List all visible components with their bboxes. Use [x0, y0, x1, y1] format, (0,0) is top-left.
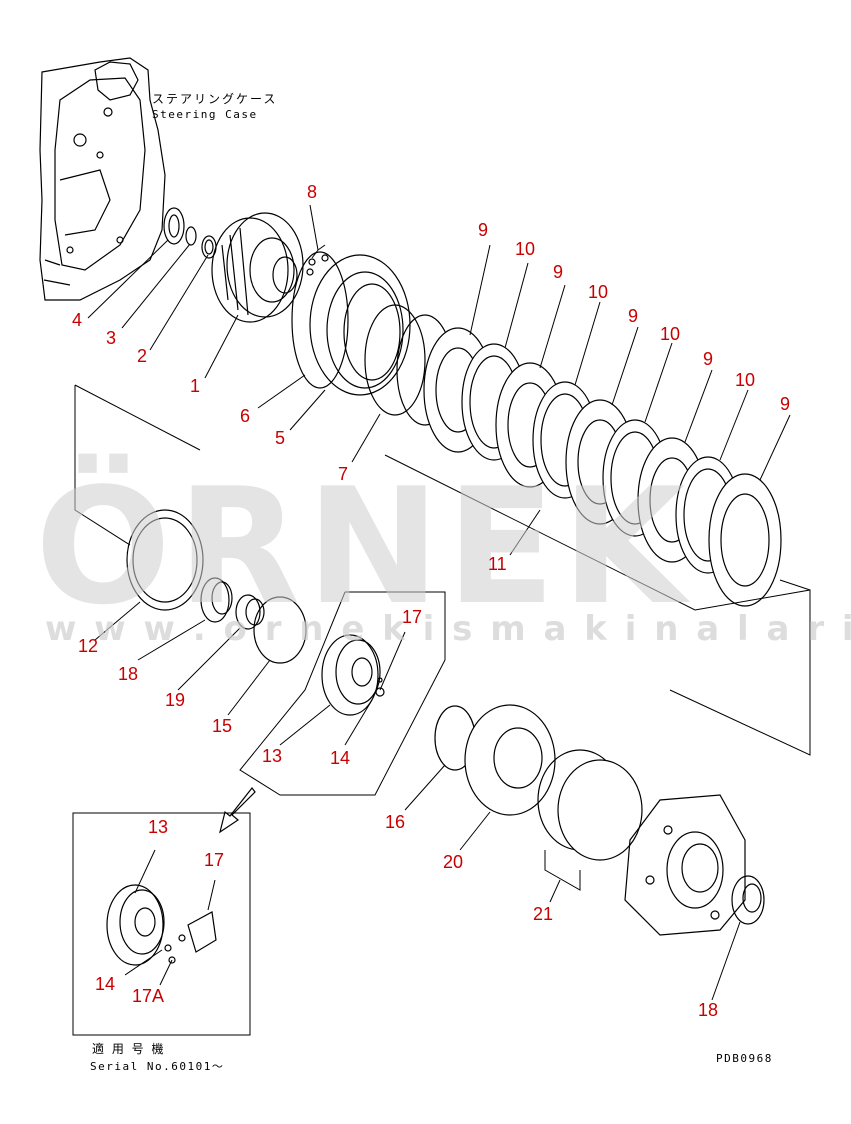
- part-18-bearing: [200, 577, 233, 623]
- callout-10: 10: [515, 239, 535, 259]
- callout-2: 2: [137, 346, 147, 366]
- inset-serial-variant: [72, 812, 251, 1036]
- callout-5: 5: [275, 428, 285, 448]
- arrow-to-inset: [219, 787, 256, 834]
- serial-en-text: Serial No.60101〜: [90, 1060, 224, 1073]
- callout-1: 1: [190, 376, 200, 396]
- callout-14: 14: [330, 748, 350, 768]
- callout-21: 21: [533, 904, 553, 924]
- callout-4: 4: [72, 310, 82, 330]
- part-3-snap-ring: [185, 226, 197, 246]
- part-12-plate: [126, 509, 204, 611]
- callout-10: 10: [735, 370, 755, 390]
- leader-lines: [87, 239, 791, 1001]
- drawing-code: PDB0968: [716, 1052, 773, 1065]
- part-20-gear-plate: [464, 704, 556, 816]
- watermark-url-text: w w w . o r n e k i s m a k i n a l a r …: [45, 609, 851, 649]
- callout-9: 9: [478, 220, 488, 240]
- part-13-detail-frame: [239, 591, 446, 796]
- callout-13: 13: [148, 817, 168, 837]
- watermark: ÖRNEK w w w . o r n e k i s m a k i n a …: [35, 452, 851, 649]
- callout-7: 7: [338, 464, 348, 484]
- serial-note: 適 用 号 機 Serial No.60101〜: [90, 1041, 224, 1073]
- group-bracket-lines: [74, 384, 811, 756]
- callout-17: 17: [204, 850, 224, 870]
- callout-17A: 17A: [132, 986, 164, 1006]
- part-1-clutch-hub: [211, 212, 304, 323]
- callout-18: 18: [698, 1000, 718, 1020]
- part-18-seal-lower: [731, 875, 765, 925]
- steering-case-drawing: [39, 57, 166, 301]
- callout-15: 15: [212, 716, 232, 736]
- callout-9: 9: [553, 262, 563, 282]
- callout-9: 9: [780, 394, 790, 414]
- callout-18: 18: [118, 664, 138, 684]
- part-5-piston: [309, 254, 411, 396]
- callout-3: 3: [106, 328, 116, 348]
- callout-10: 10: [660, 324, 680, 344]
- callout-13: 13: [262, 746, 282, 766]
- callout-20: 20: [443, 852, 463, 872]
- steering-case-label: ステアリングケース Steering Case: [152, 92, 277, 121]
- callout-9: 9: [703, 349, 713, 369]
- part-7-seal-ring: [364, 304, 426, 416]
- callout-12: 12: [78, 636, 98, 656]
- clutch-pack-stack: [396, 314, 782, 607]
- part-19-bearing: [235, 594, 265, 630]
- watermark-brand-text: ÖRNEK: [35, 452, 691, 640]
- part-6-o-ring: [291, 251, 349, 389]
- callout-16: 16: [385, 812, 405, 832]
- callout-11: 11: [488, 554, 507, 574]
- steering-case-en-text: Steering Case: [152, 108, 258, 121]
- part-8-bolts: [306, 204, 329, 276]
- callout-9: 9: [628, 306, 638, 326]
- part-21-plates: [537, 749, 643, 891]
- serial-jp-text: 適 用 号 機: [92, 1041, 165, 1056]
- part-15-o-ring: [253, 596, 307, 664]
- callout-10: 10: [588, 282, 608, 302]
- callout-8: 8: [307, 182, 317, 202]
- callout-17: 17: [402, 607, 422, 627]
- part-4-oil-seal: [163, 207, 185, 245]
- part-9-disc-5: [708, 473, 782, 607]
- callout-numbers: 8 9 10 9 10 9 10 9 10 9 4 3 2 1 6 5 7 11…: [72, 182, 790, 1020]
- callout-14: 14: [95, 974, 115, 994]
- cover-housing: [624, 794, 746, 936]
- callout-19: 19: [165, 690, 185, 710]
- steering-case-jp-text: ステアリングケース: [152, 92, 277, 106]
- callout-6: 6: [240, 406, 250, 426]
